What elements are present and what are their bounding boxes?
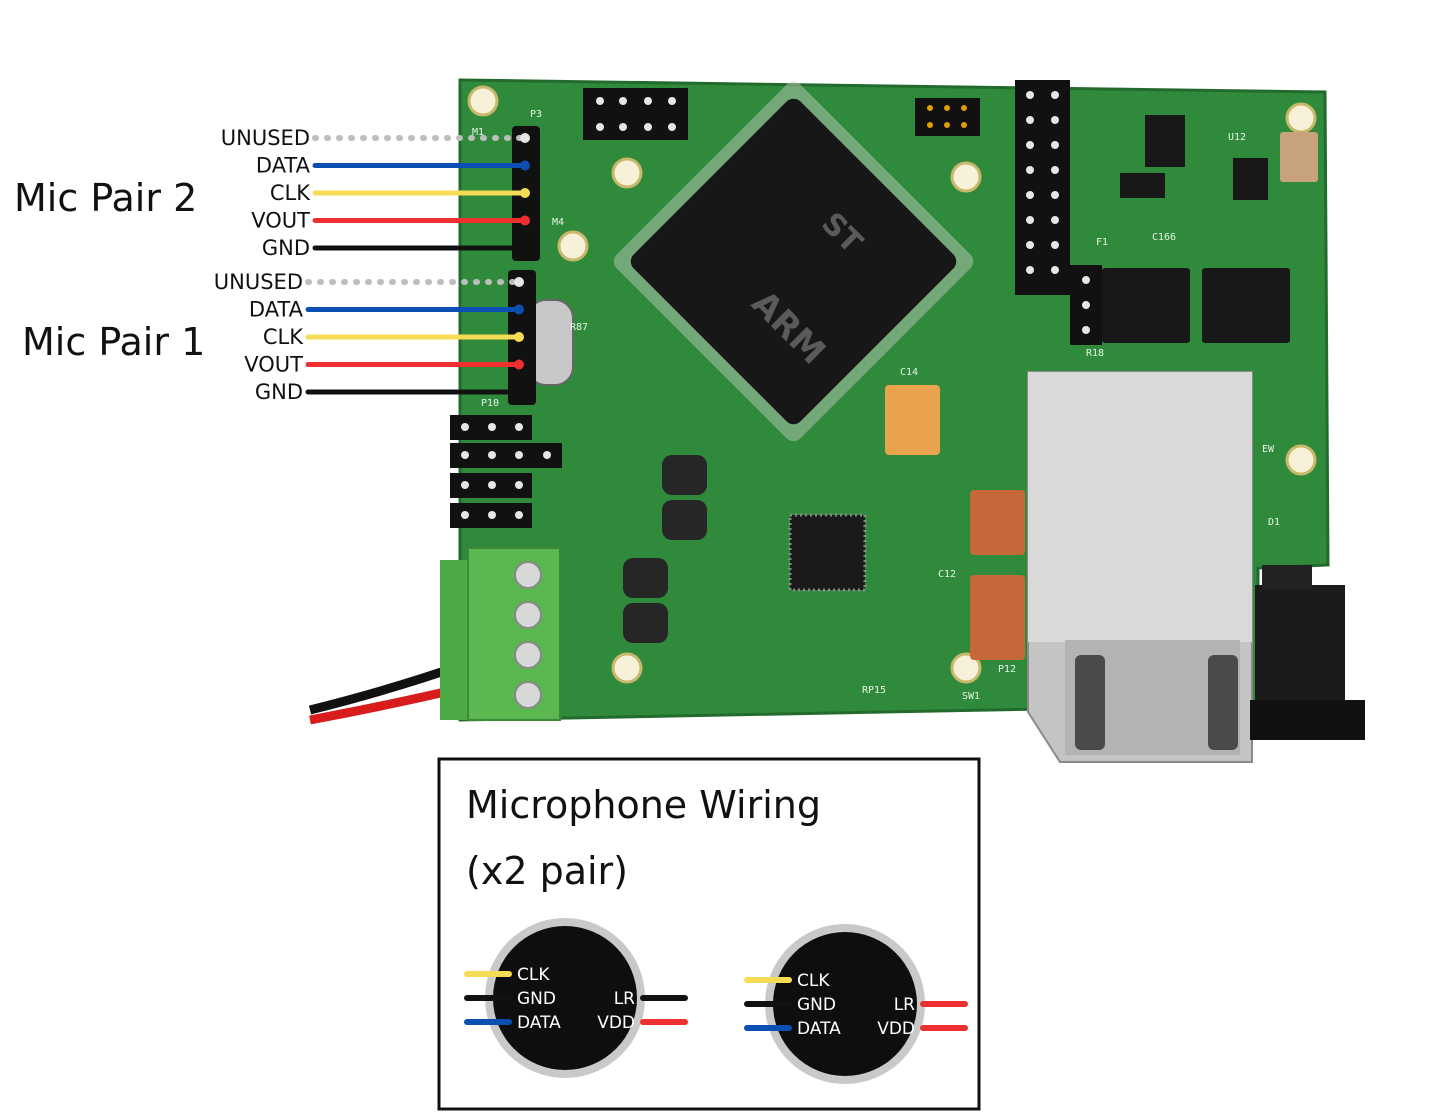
- diode: [1120, 173, 1165, 198]
- pin-label-clk: CLK: [270, 181, 311, 205]
- mosfet: [1102, 268, 1190, 343]
- legend-pin-vdd: VDD: [597, 1013, 635, 1033]
- svg-text:R18: R18: [1086, 348, 1104, 359]
- pcb-board: ARM ST: [450, 78, 1330, 722]
- microphone-wiring-legend: Microphone Wiring (x2 pair) CLK GND DATA LR…: [437, 757, 981, 1111]
- pin-label-clk: CLK: [263, 325, 304, 349]
- inductor: [623, 603, 668, 643]
- pin-label-data: DATA: [249, 298, 304, 322]
- legend-pin-vdd: VDD: [877, 1019, 915, 1039]
- inductor: [662, 500, 707, 540]
- power-terminal-block: [308, 547, 561, 725]
- gpio-header-right: [1015, 80, 1070, 295]
- mount-hole: [1285, 444, 1317, 476]
- mosfet: [1202, 268, 1290, 343]
- legend-pin-data: DATA: [797, 1019, 841, 1039]
- top-header: [583, 88, 688, 140]
- legend-pin-gnd: GND: [797, 995, 836, 1015]
- svg-text:RP15: RP15: [862, 685, 886, 696]
- pin-label-vout: VOUT: [251, 209, 310, 233]
- svg-text:C14: C14: [900, 367, 918, 378]
- svg-text:C166: C166: [1152, 232, 1176, 243]
- pin-label-unused: UNUSED: [221, 126, 310, 150]
- pin-label-gnd: GND: [255, 380, 303, 404]
- svg-text:M1: M1: [472, 127, 484, 138]
- svg-text:M4: M4: [552, 217, 564, 228]
- mount-hole: [467, 85, 499, 117]
- mic-pair-1-pin-labels: UNUSED DATA CLK VOUT GND: [214, 270, 304, 404]
- legend-pin-data: DATA: [517, 1013, 561, 1033]
- svg-text:P3: P3: [530, 109, 542, 120]
- jumper-header: [1070, 265, 1102, 345]
- legend-pin-lr: LR: [614, 989, 635, 1009]
- header-pin: [514, 277, 524, 287]
- header-pin: [514, 387, 524, 397]
- mount-hole: [611, 157, 643, 189]
- legend-pin-gnd: GND: [517, 989, 556, 1009]
- legend-subtitle: (x2 pair): [466, 849, 628, 893]
- svg-text:P12: P12: [998, 664, 1016, 675]
- header-pin: [520, 160, 530, 171]
- legend-pin-lr: LR: [894, 995, 915, 1015]
- ic-small: [1233, 158, 1268, 200]
- inductor: [623, 558, 668, 598]
- ethernet-controller-chip: [788, 513, 867, 592]
- pin-label-data: DATA: [256, 154, 311, 178]
- svg-text:P10: P10: [481, 398, 499, 409]
- capacitor: [970, 490, 1025, 555]
- svg-text:U12: U12: [1228, 132, 1246, 143]
- pin-label-unused: UNUSED: [214, 270, 303, 294]
- header-pin: [514, 359, 524, 370]
- pin-label-gnd: GND: [262, 236, 310, 260]
- ic-small: [1145, 115, 1185, 167]
- legend-title: Microphone Wiring: [466, 783, 821, 827]
- header-pin: [520, 133, 530, 143]
- svg-text:D1: D1: [1268, 517, 1280, 528]
- legend-mic-icons: CLK GND DATA LR VDD CLK GND DATA LR VDD: [464, 918, 968, 1084]
- capacitor: [1280, 132, 1318, 182]
- svg-text:F1: F1: [1096, 237, 1108, 248]
- inductor: [662, 455, 707, 495]
- svg-text:C12: C12: [938, 569, 956, 580]
- mount-hole: [950, 652, 982, 684]
- svg-text:R87: R87: [570, 322, 588, 333]
- header-pin: [514, 304, 524, 315]
- header-pin: [520, 215, 530, 226]
- left-gpio-headers: [450, 415, 562, 528]
- dc-power-jack: [1250, 565, 1365, 740]
- pin-label-vout: VOUT: [244, 353, 303, 377]
- mount-hole: [557, 230, 589, 262]
- svg-text:EW: EW: [1262, 444, 1275, 455]
- svg-text:SW1: SW1: [962, 691, 980, 702]
- mic-wires: [305, 133, 530, 397]
- legend-pin-clk: CLK: [517, 965, 550, 985]
- arm-processor-chip: ARM ST: [613, 81, 974, 442]
- mic-pair-1-label: Mic Pair 1: [22, 320, 205, 364]
- mic-pair-2-pin-labels: UNUSED DATA CLK VOUT GND: [221, 126, 311, 260]
- legend-pin-clk: CLK: [797, 971, 830, 991]
- header-pin: [520, 243, 530, 253]
- jtag-header: [915, 98, 980, 136]
- header-pin: [520, 188, 530, 198]
- mic-icon: CLK GND DATA LR VDD: [464, 918, 688, 1078]
- tantalum-capacitor: [885, 385, 940, 455]
- mount-hole: [950, 161, 982, 193]
- mic-icon: CLK GND DATA LR VDD: [744, 924, 968, 1084]
- header-pin: [514, 332, 524, 342]
- ethernet-jack: [1027, 371, 1253, 763]
- mount-hole: [611, 652, 643, 684]
- capacitor: [970, 575, 1025, 660]
- mic-pair-2-label: Mic Pair 2: [14, 176, 197, 220]
- mount-hole: [1285, 102, 1317, 134]
